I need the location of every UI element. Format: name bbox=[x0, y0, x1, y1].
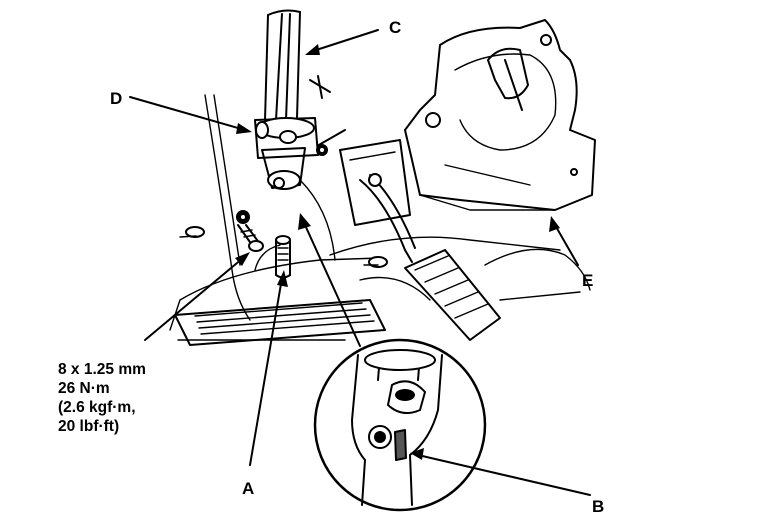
pinion-shaft bbox=[275, 235, 291, 279]
pedal-bracket bbox=[309, 129, 411, 226]
flange-bolt bbox=[236, 210, 264, 252]
leader-lines bbox=[129, 29, 591, 496]
torque-spec-bolt-size: 8 x 1.25 mm bbox=[58, 361, 146, 378]
detail-inset bbox=[313, 338, 487, 512]
torque-spec-lbfft: 20 lbf·ft) bbox=[58, 418, 120, 435]
callout-b: B bbox=[592, 497, 604, 516]
callout-d: D bbox=[110, 89, 122, 108]
steering-shaft bbox=[264, 9, 331, 121]
torque-spec-kgfm: (2.6 kgf·m, bbox=[58, 399, 136, 416]
torque-spec: 8 x 1.25 mm 26 N·m (2.6 kgf·m, 20 lbf·ft… bbox=[58, 360, 146, 436]
callout-c: C bbox=[389, 18, 401, 37]
torque-spec-nm: 26 N·m bbox=[58, 380, 110, 397]
callout-e: E bbox=[582, 271, 593, 290]
mounting-bolts bbox=[179, 226, 388, 268]
floor-pan bbox=[169, 94, 591, 341]
universal-joint bbox=[254, 117, 328, 190]
steering-column-cover bbox=[404, 19, 596, 211]
accelerator-pedal bbox=[359, 174, 501, 341]
floor-mat bbox=[174, 299, 386, 346]
callout-a: A bbox=[242, 479, 254, 498]
